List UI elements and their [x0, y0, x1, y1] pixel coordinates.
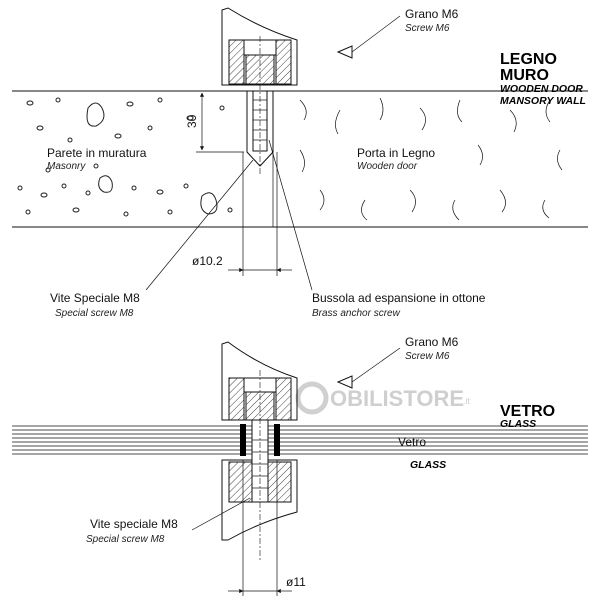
bottom-grub-label-en: Screw M6	[405, 351, 450, 362]
anchor-label-en: Brass anchor screw	[312, 308, 401, 319]
watermark-logo-icon	[295, 381, 329, 415]
top-screw-label-en: Special screw M8	[55, 308, 134, 319]
glass-label: Vetro	[398, 435, 426, 449]
bottom-screw-label-en: Special screw M8	[86, 534, 165, 545]
watermark: OBILISTORE .it	[295, 381, 471, 415]
top-section-wood-masonry: Grano M6 Screw M6 LEGNO MURO WOODEN DOOR…	[12, 7, 588, 319]
glass-label-en: GLASS	[410, 459, 446, 471]
top-grub-label: Grano M6	[405, 7, 459, 21]
masonry-label: Parete in muratura	[47, 146, 147, 160]
watermark-suffix: .it	[463, 396, 471, 406]
bottom-gasket-right	[274, 424, 280, 456]
bottom-diameter-value: ø11	[286, 575, 306, 589]
bottom-screw-label: Vite speciale M8	[90, 517, 178, 531]
masonry-label-en: Masonry	[47, 161, 86, 172]
wood-label-en: Wooden door	[357, 161, 418, 172]
glass-layers	[12, 425, 588, 455]
top-header-main-2: MURO	[500, 67, 549, 84]
bottom-upper-fitting-body	[221, 341, 298, 421]
top-header-main-1: LEGNO	[500, 51, 557, 68]
wood-label: Porta in Legno	[357, 146, 435, 160]
masonry-texture	[17, 97, 233, 217]
bottom-section-glass: Grano M6 Screw M6 VETRO GLASS Vetro GLAS…	[12, 335, 588, 596]
bottom-gasket-left	[240, 424, 246, 456]
anchor-label: Bussola ad espansione in ottone	[312, 291, 486, 305]
bottom-header-main: VETRO	[500, 403, 555, 420]
watermark-text: OBILISTORE	[330, 386, 464, 411]
bottom-header-en: GLASS	[500, 418, 536, 430]
top-grub-label-en: Screw M6	[405, 23, 450, 34]
bottom-grub-label: Grano M6	[405, 335, 459, 349]
top-diameter-value: ø10.2	[192, 254, 223, 268]
top-depth-value: 30	[185, 114, 199, 128]
bottom-lower-fitting-body	[221, 459, 298, 541]
top-screw-label: Vite Speciale M8	[50, 291, 140, 305]
top-grub-arrow-icon	[336, 45, 353, 59]
top-header-en-1: WOODEN DOOR	[500, 83, 583, 95]
wood-texture	[299, 97, 563, 221]
top-header-en-2: MANSORY WALL	[500, 95, 586, 107]
top-fitting-body	[221, 7, 298, 86]
